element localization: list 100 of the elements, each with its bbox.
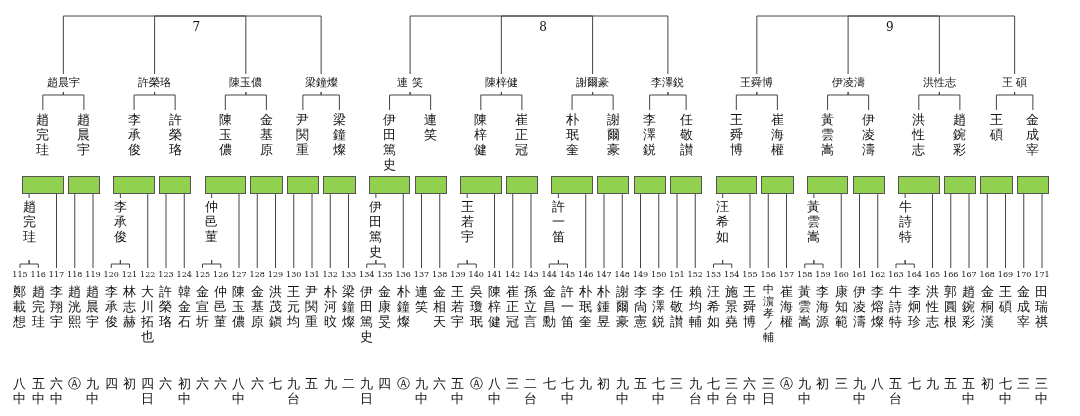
player-name: 梁鐘燦 (341, 284, 356, 329)
bracket-line (421, 193, 422, 269)
bracket-line (500, 15, 544, 75)
rank-label: 九中 (85, 376, 101, 406)
draw-number: 162 (869, 270, 887, 279)
player-name: 李熔燦 (870, 284, 885, 329)
bracket-line (28, 259, 39, 269)
player-name: 陳玉儂 (231, 284, 247, 329)
player-name: 陳梓健 (487, 284, 502, 329)
winner-name: 崔海權 (770, 112, 785, 157)
draw-number: 163 (887, 270, 905, 279)
rank-label: 三 (669, 376, 685, 391)
player-name: 謝爾豪 (615, 284, 630, 329)
bracket-line (557, 259, 568, 269)
winner-name: 伊凌濤 (830, 76, 866, 90)
qualifier-name: 趙完珪 (22, 199, 37, 244)
qualifier-name: 伊田篤史 (368, 199, 383, 259)
draw-number: 128 (248, 270, 266, 279)
player-name: 李尙憲 (633, 284, 648, 329)
rank-label: 九中 (797, 376, 812, 406)
bracket-line (293, 193, 295, 269)
rank-label: 六 (432, 376, 447, 391)
rank-label: 九中 (852, 376, 867, 406)
bracket-line (918, 91, 940, 111)
winner-name: 謝爾豪 (575, 76, 611, 90)
qualifier-name: 牛詩特 (898, 199, 913, 244)
bracket-line (722, 259, 733, 269)
rank-label: 初 (980, 376, 995, 391)
rank-label: 三中 (1034, 376, 1050, 406)
draw-number: 160 (832, 270, 850, 279)
bracket-line (74, 193, 76, 269)
rank-label: 五 (943, 376, 958, 391)
bracket-line (480, 91, 502, 111)
bracket-line (640, 193, 641, 269)
bracket-line (311, 193, 313, 269)
bracket-line (375, 193, 377, 199)
bracket-line (938, 91, 961, 111)
winner-name: 趙晨宇 (76, 112, 91, 157)
player-name: 任敬讃 (669, 284, 685, 329)
player-name: 金昌勳 (542, 284, 557, 329)
draw-number: 133 (339, 270, 358, 279)
bracket-line (542, 15, 669, 75)
bracket-line (904, 259, 915, 269)
rank-label: 四 (104, 376, 119, 391)
bracket-line (950, 193, 952, 269)
draw-number: 135 (376, 270, 394, 279)
bracket-line (439, 193, 441, 269)
winner-name: 陳梓健 (473, 112, 488, 157)
draw-number: 124 (175, 270, 193, 279)
bracket-line (995, 91, 1016, 111)
rank-label: 九台 (688, 376, 703, 406)
bracket-line (500, 91, 523, 111)
winner-name: 許榮珞 (137, 76, 173, 90)
draw-number: 123 (157, 270, 175, 279)
rank-label: 初中 (177, 376, 192, 406)
rank-label: 七 (542, 376, 557, 391)
player-name: 金成宰 (1016, 284, 1031, 329)
player-name: 中濵孝ノ輔 (762, 284, 775, 344)
bracket-line (119, 259, 130, 269)
bracket-line (154, 15, 197, 75)
player-name: 王若宇 (450, 284, 466, 329)
bracket-line (968, 193, 970, 269)
winner-name: 黃雲嵩 (820, 112, 835, 157)
qualifier-name: 李承俊 (113, 199, 128, 244)
bracket-line (1023, 193, 1025, 269)
qualifier-name: 仲邑菫 (204, 199, 219, 244)
bracket-line (329, 193, 331, 269)
winner-name: 陳玉儂 (218, 112, 233, 157)
winner-name: 王 碩 (1000, 76, 1029, 90)
draw-number: 152 (686, 270, 704, 279)
bracket-line (466, 259, 477, 269)
winner-name: 尹関重 (295, 112, 310, 157)
winner-name: 王舜博 (739, 76, 775, 90)
draw-number: 144 (540, 270, 558, 279)
bracket-line (676, 193, 678, 269)
bracket-line (840, 193, 842, 269)
bracket-line (877, 193, 879, 269)
player-name: 孫立言 (523, 284, 539, 329)
qualifier-name: 黃雲嵩 (806, 199, 821, 244)
player-name: 李承俊 (104, 284, 119, 329)
bracket-line (154, 91, 176, 111)
bracket-line (585, 193, 587, 269)
draw-number: 131 (303, 270, 321, 279)
player-name: 朴珉奎 (578, 284, 593, 329)
rank-label: 五台 (888, 376, 904, 406)
bracket-line (827, 91, 849, 111)
player-name: 仲邑菫 (213, 284, 228, 329)
winner-name: 金基原 (259, 112, 274, 157)
rank-label: Ⓐ (67, 376, 82, 391)
bracket-line (92, 193, 94, 269)
bracket-line (749, 193, 751, 269)
rank-label: 五 (633, 376, 648, 391)
winner-name: 許榮珞 (168, 112, 183, 157)
rank-label: 三 (1016, 376, 1031, 391)
rank-label: Ⓐ (779, 376, 794, 391)
winner-name: 連笑 (423, 112, 438, 142)
rank-label: 九中 (615, 376, 630, 406)
bracket-line (275, 193, 276, 269)
draw-number: 155 (741, 270, 759, 279)
player-name: 康知範 (834, 284, 849, 329)
